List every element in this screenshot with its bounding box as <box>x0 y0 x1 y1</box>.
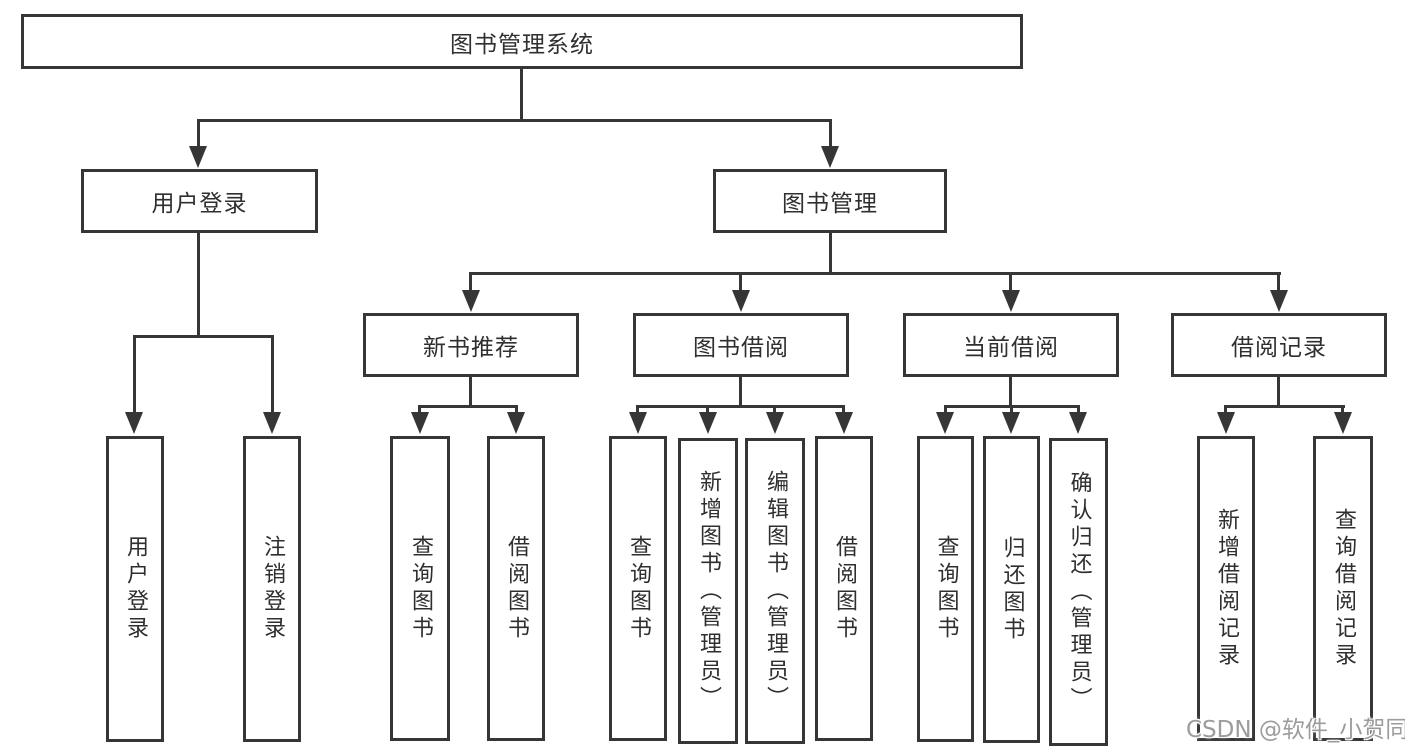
connector-vline-drop <box>1010 405 1013 416</box>
node-new-books: 新书推荐 <box>363 313 579 377</box>
connector-vline-drop <box>469 272 472 292</box>
arrow-down-icon <box>936 412 954 434</box>
connector-vline-current-borrow-feed <box>1009 377 1012 408</box>
arrow-down-icon <box>732 290 750 312</box>
arrow-down-icon <box>462 290 480 312</box>
arrow-down-icon <box>1334 412 1352 434</box>
leaf-borrow-query-books: 查询图书 <box>609 436 667 741</box>
arrow-down-icon <box>263 412 281 434</box>
connector-vline-drop <box>842 405 845 416</box>
connector-vline-drop <box>515 405 518 416</box>
arrow-down-icon <box>1002 412 1020 434</box>
connector-vline-drop <box>1224 405 1227 416</box>
connector-vline-root-feed <box>520 69 523 122</box>
arrow-down-icon <box>835 412 853 434</box>
leaf-edit-books-admin: 编辑图书（管理员） <box>745 438 805 744</box>
connector-hline-borrow-records-bar <box>1224 405 1345 408</box>
arrow-down-icon <box>411 412 429 434</box>
leaf-add-books-admin: 新增图书（管理员） <box>678 438 738 744</box>
connector-vline-new-books-feed <box>469 377 472 408</box>
leaf-logout: 注销登录 <box>243 436 301 742</box>
connector-vline-drop <box>418 405 421 416</box>
connector-vline-drop <box>1077 405 1080 416</box>
connector-vline-drop <box>739 272 742 292</box>
connector-hline-level2-bar <box>197 119 832 122</box>
connector-vline-user-login-feed <box>197 233 200 338</box>
leaf-current-query-books: 查询图书 <box>917 436 974 742</box>
node-book-borrow: 图书借阅 <box>633 313 849 377</box>
arrow-down-icon <box>125 412 143 434</box>
connector-hline-book-borrow-bar <box>636 405 845 408</box>
arrow-down-icon <box>821 146 839 168</box>
connector-vline-drop <box>773 405 776 416</box>
arrow-down-icon <box>189 146 207 168</box>
arrow-down-icon <box>699 412 717 434</box>
node-book-mgmt: 图书管理 <box>713 169 947 233</box>
connector-vline-book-mgmt-feed <box>829 233 832 275</box>
connector-vline-drop <box>829 119 832 147</box>
leaf-user-login: 用户登录 <box>106 436 164 742</box>
leaf-return-books: 归还图书 <box>983 436 1040 743</box>
arrow-down-icon <box>1069 412 1087 434</box>
arrow-down-icon <box>766 412 784 434</box>
connector-vline-drop <box>706 405 709 416</box>
connector-vline-drop <box>133 335 136 413</box>
connector-vline-drop <box>1341 405 1344 416</box>
connector-hline-new-books-bar <box>418 405 518 408</box>
connector-vline-drop <box>197 119 200 147</box>
arrow-down-icon <box>1270 290 1288 312</box>
node-borrow-records: 借阅记录 <box>1171 313 1387 377</box>
connector-vline-drop <box>1277 272 1280 292</box>
leaf-newbooks-query-books: 查询图书 <box>390 436 450 741</box>
connector-vline-drop <box>271 335 274 413</box>
arrow-down-icon <box>1002 290 1020 312</box>
csdn-watermark: CSDN @软件_小贺同学 <box>1186 717 1405 743</box>
node-root: 图书管理系统 <box>21 14 1023 69</box>
connector-vline-drop <box>636 405 639 416</box>
leaf-add-borrow-record: 新增借阅记录 <box>1197 436 1255 741</box>
connector-hline-level3-bar <box>469 272 1281 275</box>
connector-vline-drop <box>944 405 947 416</box>
connector-vline-book-borrow-feed <box>739 377 742 408</box>
leaf-newbooks-borrow-books: 借阅图书 <box>487 436 545 741</box>
node-current-borrow: 当前借阅 <box>903 313 1119 377</box>
arrow-down-icon <box>507 412 525 434</box>
leaf-query-borrow-record: 查询借阅记录 <box>1313 436 1373 741</box>
connector-vline-borrow-records-feed <box>1277 377 1280 408</box>
connector-hline-user-login-bar <box>133 335 274 338</box>
connector-vline-drop <box>1009 272 1012 292</box>
arrow-down-icon <box>629 412 647 434</box>
leaf-confirm-return-admin: 确认归还（管理员） <box>1049 438 1108 746</box>
leaf-borrow-borrow-books: 借阅图书 <box>815 436 873 741</box>
arrow-down-icon <box>1217 412 1235 434</box>
node-user-login: 用户登录 <box>81 169 318 233</box>
